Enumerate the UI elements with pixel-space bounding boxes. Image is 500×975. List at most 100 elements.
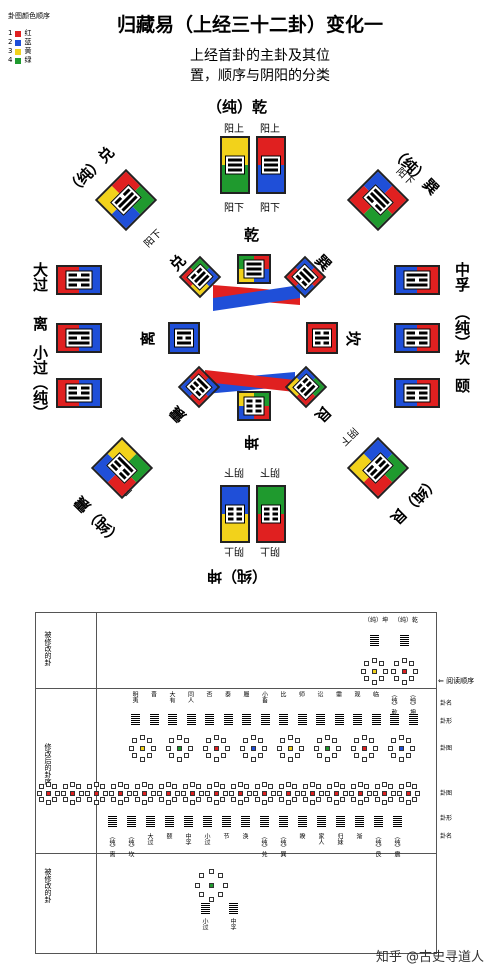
right-label: 卦图: [440, 790, 453, 797]
watermark: 知乎 @古史寻道人: [375, 950, 484, 965]
right-label: 卦名: [440, 833, 453, 840]
right-label: 卦图: [440, 745, 453, 752]
ring-dot: [285, 799, 291, 805]
ring-dot: [261, 781, 267, 787]
ring-dot: [360, 668, 366, 674]
ring-dot: [187, 745, 193, 751]
hex-zhong-fu: [394, 265, 440, 295]
ring-dot: [276, 790, 282, 796]
ring-dot: [363, 676, 369, 682]
hex-qian-right: [256, 136, 286, 194]
hex-li-inner: [168, 322, 200, 354]
lower-name: （纯）艮: [374, 833, 381, 857]
ring-dot: [276, 745, 282, 751]
ring-dot: [159, 796, 165, 802]
label-yang-down-right: 阳下: [260, 203, 280, 214]
lower-name: 家人: [317, 833, 324, 845]
ring-dot: [242, 737, 248, 743]
ring-dot: [171, 784, 177, 790]
lower-name: （纯）震: [393, 833, 400, 857]
upper-name: 临: [371, 691, 379, 697]
right-label: 卦形: [440, 718, 453, 725]
ring-dot: [93, 799, 99, 805]
lower-name: 颐: [165, 833, 172, 839]
ring-dot: [184, 753, 190, 759]
lower-name: 涣: [241, 833, 248, 839]
ring-center: [213, 790, 219, 796]
ring-dot: [204, 790, 210, 796]
ring-dot: [348, 790, 354, 796]
ring-dot: [147, 753, 153, 759]
lower-name: （纯）兑: [260, 833, 267, 857]
hexagram-symbol: [203, 816, 212, 828]
ring-dot: [361, 734, 367, 740]
ring-dot: [39, 784, 45, 790]
ring-dot: [414, 790, 420, 796]
ring-dot: [165, 781, 171, 787]
ring-dot: [409, 660, 415, 666]
right-label: 卦形: [440, 815, 453, 822]
ring-dot: [287, 734, 293, 740]
ring-dot: [243, 784, 249, 790]
inner-qian: 乾: [244, 226, 260, 244]
ring-center: [381, 790, 387, 796]
ring-center: [93, 790, 99, 796]
ring-dot: [366, 790, 372, 796]
hex-lines: [403, 270, 431, 290]
ring-dot: [207, 796, 213, 802]
legend-label: 黄: [24, 47, 32, 55]
subtitle-line-2: 置，顺序与阴阳的分类: [190, 68, 330, 84]
ring-dot: [69, 799, 75, 805]
upper-name: 需: [334, 691, 342, 697]
upper-name: 讼: [316, 691, 323, 697]
label-chun-kan: （纯）坎: [453, 305, 471, 365]
ring-dot: [131, 753, 137, 759]
hexagram-symbol: [279, 714, 288, 726]
ring-dot: [405, 781, 411, 787]
ring-dot: [195, 796, 201, 802]
ring-center: [285, 790, 291, 796]
label-li: 离: [31, 316, 49, 331]
ring-center: [309, 790, 315, 796]
ring-dot: [213, 781, 219, 787]
hex-kan-inner: [306, 322, 338, 354]
hex-lines: [225, 504, 245, 524]
ring-dot: [361, 756, 367, 762]
ring-dot: [205, 737, 211, 743]
ring-dot: [339, 796, 345, 802]
upper-name: 大有: [168, 691, 175, 703]
ring-dot: [189, 799, 195, 805]
band-red-lower: [205, 370, 295, 392]
hexagram-symbol: [316, 714, 325, 726]
upper-name: 泰: [223, 691, 231, 697]
hex-lines: [65, 383, 93, 403]
ring-dot: [357, 799, 363, 805]
ring-dot: [237, 781, 243, 787]
hexagram-symbol: [260, 816, 269, 828]
page-title: 归藏易（上经三十二卦）变化一: [116, 14, 383, 36]
upper-name: 同人: [186, 691, 194, 703]
ring-dot: [239, 745, 245, 751]
lower-name: （纯）巽: [279, 833, 286, 857]
hex-li-outer: [56, 323, 102, 353]
ring-dot: [231, 784, 237, 790]
ring-dot: [333, 781, 339, 787]
ring-center: [213, 745, 219, 751]
hexagram-symbol: [184, 816, 193, 828]
ring-dot: [303, 796, 309, 802]
ring-dot: [316, 753, 322, 759]
ring-dot: [205, 753, 211, 759]
ring-dot: [45, 799, 51, 805]
ring-dot: [222, 882, 228, 888]
ring-dot: [255, 796, 261, 802]
ring-dot: [243, 796, 249, 802]
ring-dot: [75, 796, 81, 802]
ring-dot: [309, 799, 315, 805]
hex-lines: [261, 155, 281, 175]
ring-dot: [222, 790, 228, 796]
ring-dot: [60, 790, 66, 796]
ring-dot: [231, 796, 237, 802]
ring-dot: [287, 756, 293, 762]
ring-dot: [135, 784, 141, 790]
